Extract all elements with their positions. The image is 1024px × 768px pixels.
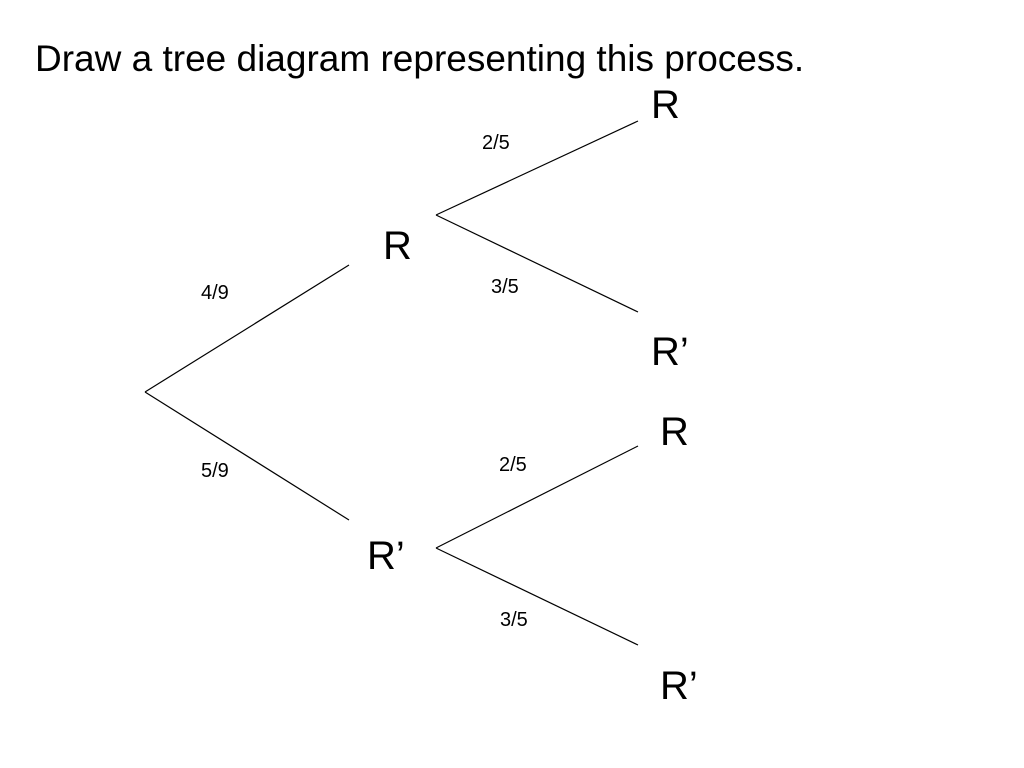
prob-stage1-r: 4/9 [201, 282, 229, 304]
branch-root-to-r-prime [144, 391, 350, 521]
prob-stage1-r-prime: 5/9 [201, 460, 229, 482]
node-stage1-r: R [383, 224, 412, 268]
prob-r-prime-r: 2/5 [499, 454, 527, 476]
branch-r-to-r-prime [435, 214, 639, 313]
prob-r-prime-r-prime: 3/5 [500, 609, 528, 631]
branch-r-prime-to-r-prime [435, 547, 639, 646]
prob-r-r-prime: 3/5 [491, 276, 519, 298]
node-stage1-r-prime: R’ [367, 534, 405, 578]
branch-r-prime-to-r [435, 445, 639, 549]
branch-root-to-r [144, 264, 350, 393]
slide-title: Draw a tree diagram representing this pr… [35, 38, 805, 79]
prob-r-r: 2/5 [482, 132, 510, 154]
node-r-r: R [651, 83, 680, 127]
node-r-prime-r: R [660, 410, 689, 454]
node-r-r-prime: R’ [651, 330, 689, 374]
node-r-prime-r-prime: R’ [660, 664, 698, 708]
branch-r-to-r [435, 120, 639, 216]
